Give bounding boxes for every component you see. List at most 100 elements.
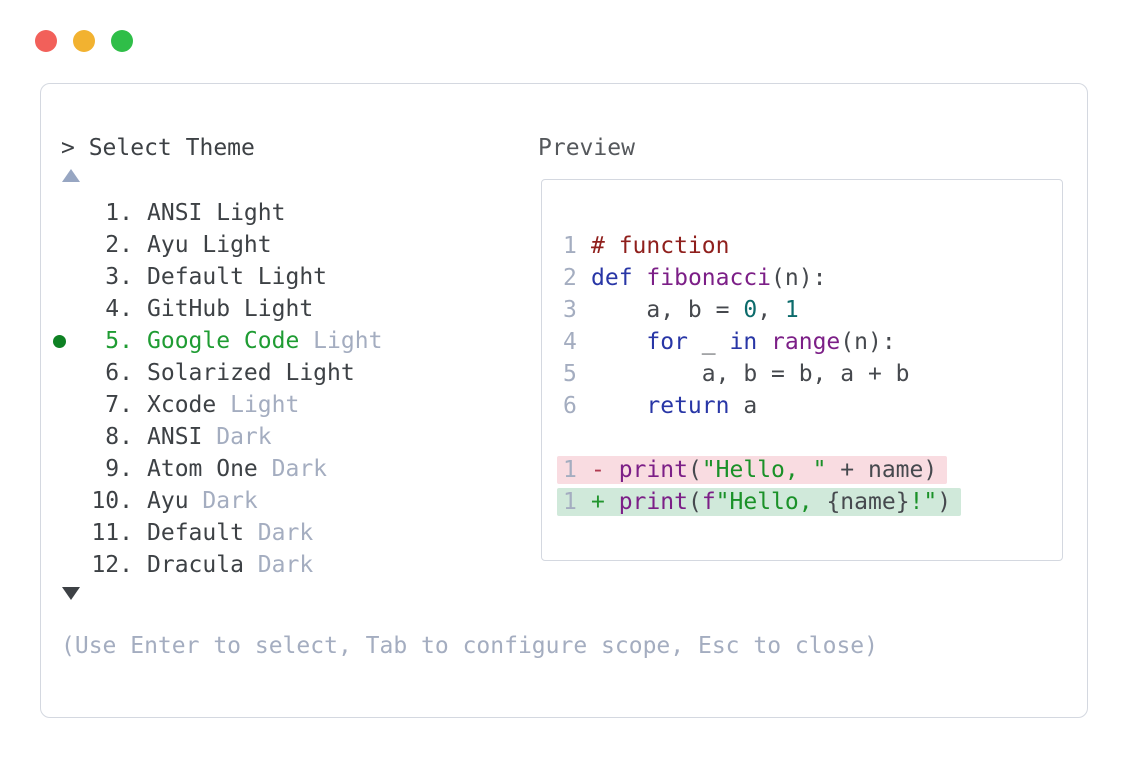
code-token: # function [591, 233, 730, 259]
theme-list-item[interactable]: 6. Solarized Light [53, 357, 382, 389]
theme-item-label-part: Light [216, 392, 300, 418]
theme-item-label-part: Xcode [147, 392, 217, 418]
close-button[interactable] [35, 30, 57, 52]
code-line [563, 422, 1062, 454]
theme-list-item[interactable]: 5.Google Code Light [53, 325, 382, 357]
selected-indicator-column [53, 325, 91, 357]
theme-item-label-part: Default [147, 520, 244, 546]
theme-list-item[interactable]: 12.Dracula Dark [53, 549, 382, 581]
theme-item-label: Google Code Light [133, 328, 382, 354]
code-token: (n): [771, 265, 827, 291]
theme-item-label-part: Dark [257, 456, 328, 482]
theme-item-label-part: Dracula [147, 552, 244, 578]
code-line: 5 a, b = b, a + b [563, 358, 1062, 390]
code-token: !" [909, 489, 938, 515]
theme-item-label: Xcode Light [133, 392, 299, 418]
theme-item-label: Atom One Dark [133, 456, 327, 482]
theme-item-label-part: Dark [188, 488, 258, 514]
code-line: 1+ print(f"Hello, {name}!") [557, 486, 1062, 518]
theme-list-item[interactable]: 10.Ayu Dark [53, 485, 382, 517]
theme-item-label-part: Default Light [147, 264, 328, 290]
code-token: 0 [743, 297, 758, 323]
diff-added-line: 1+ print(f"Hello, {name}!") [557, 488, 962, 516]
theme-list-item[interactable]: 8.ANSI Dark [53, 421, 382, 453]
theme-item-number: 3. [105, 264, 133, 290]
theme-item-number: 2. [105, 232, 133, 258]
theme-list-item[interactable]: 9.Atom One Dark [53, 453, 382, 485]
theme-item-label-part: Solarized Light [147, 360, 355, 386]
code-token [757, 329, 771, 355]
scroll-down-icon[interactable] [62, 587, 80, 600]
code-token: f [701, 489, 716, 515]
scroll-up-icon[interactable] [62, 169, 80, 182]
theme-item-label: Default Dark [133, 520, 313, 546]
code-token: def [591, 265, 633, 291]
code-line: 2 def fibonacci(n): [563, 262, 1062, 294]
code-token: , [757, 297, 785, 323]
code-line: 6 return a [563, 390, 1062, 422]
theme-item-number: 1. [105, 200, 133, 226]
theme-list-item[interactable]: 11.Default Dark [53, 517, 382, 549]
theme-item-number: 7. [105, 392, 133, 418]
theme-item-label-part: Dark [202, 424, 272, 450]
code-token: fibonacci [646, 265, 772, 291]
theme-item-label: Dracula Dark [133, 552, 313, 578]
line-number: 4 [563, 329, 577, 355]
theme-item-label: Ayu Dark [133, 488, 258, 514]
selected-indicator-dot [53, 335, 66, 348]
theme-item-label: Solarized Light [133, 360, 355, 386]
maximize-button[interactable] [111, 30, 133, 52]
code-token: "Hello, [715, 489, 827, 515]
theme-list-item[interactable]: 3. Default Light [53, 261, 382, 293]
line-number: 1 [563, 489, 577, 515]
code-token: "Hello, " [701, 457, 827, 483]
select-theme-prompt: > Select Theme [61, 135, 255, 161]
theme-item-label-part: Ayu [147, 488, 189, 514]
theme-item-number: 4. [105, 296, 133, 322]
code-token: 1 [784, 297, 799, 323]
theme-item-label: ANSI Dark [133, 424, 272, 450]
code-token: print [618, 457, 688, 483]
code-token: {name} [826, 489, 910, 515]
theme-item-label: Ayu Light [133, 232, 272, 258]
theme-item-label-part: Atom One [147, 456, 258, 482]
theme-list-item[interactable]: 1.ANSI Light [53, 197, 382, 229]
preview-heading: Preview [538, 135, 635, 161]
theme-item-label-part: Dark [243, 552, 314, 578]
theme-item-label-part: GitHub Light [147, 296, 314, 322]
theme-item-label-part: ANSI [147, 424, 203, 450]
theme-item-label: GitHub Light [133, 296, 313, 322]
line-number: 1 [563, 457, 577, 483]
code-token: (n): [840, 329, 896, 355]
code-token: + name) [826, 457, 938, 483]
theme-item-number: 5. [105, 328, 133, 354]
code-token: ( [687, 457, 702, 483]
theme-item-label-part: Ayu Light [147, 232, 272, 258]
code-token: _ [687, 329, 730, 355]
theme-list-item[interactable]: 7.Xcode Light [53, 389, 382, 421]
code-token: ( [687, 489, 702, 515]
theme-item-number: 8. [105, 424, 133, 450]
minimize-button[interactable] [73, 30, 95, 52]
theme-item-number: 11. [91, 520, 133, 546]
line-number: 2 [563, 265, 577, 291]
code-token: a [729, 393, 758, 419]
code-token [633, 265, 647, 291]
code-token: return [646, 393, 730, 419]
theme-list-item[interactable]: 4. GitHub Light [53, 293, 382, 325]
code-token: in [729, 329, 758, 355]
theme-item-label-part: Light [299, 328, 383, 354]
theme-list-item[interactable]: 2. Ayu Light [53, 229, 382, 261]
code-line: 4 for _ in range(n): [563, 326, 1062, 358]
theme-item-label-part: Dark [243, 520, 314, 546]
window-controls [35, 30, 133, 52]
code-token: ) [937, 489, 952, 515]
theme-item-label: ANSI Light [133, 200, 285, 226]
theme-item-number: 9. [105, 456, 133, 482]
theme-item-number: 6. [105, 360, 133, 386]
code-token [591, 393, 646, 419]
